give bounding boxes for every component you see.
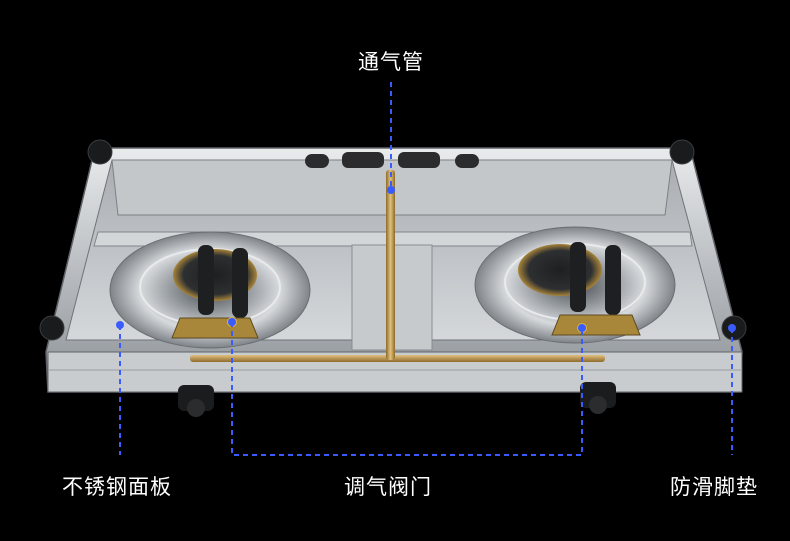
horizontal-gas-pipe [190,355,605,362]
callout-lines [119,82,733,456]
rubber-foot-icon [39,139,747,341]
callout-dots [116,186,736,332]
valve-right [551,242,641,336]
label-gas-pipe: 通气管 [358,50,424,74]
label-adjust-valve: 调气阀门 [344,475,432,499]
valve-knob-icon [178,385,214,417]
label-anti-slip-feet: 防滑脚垫 [670,475,758,499]
valve-left [171,245,259,339]
gas-pipe [386,170,395,360]
label-stainless-panel: 不锈钢面板 [62,475,172,499]
valve-knob-icon [580,382,616,414]
